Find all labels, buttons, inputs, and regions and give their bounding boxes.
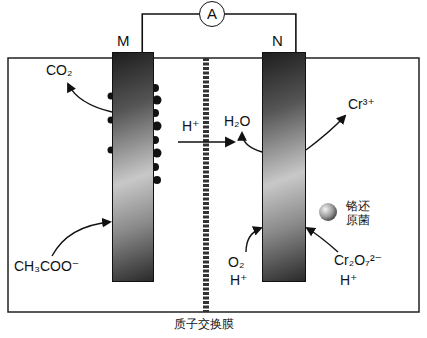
- species-label: Cr₂O₇²⁻: [334, 252, 382, 268]
- electrode-label: M: [117, 32, 130, 49]
- proton-exchange-membrane: [203, 58, 209, 312]
- water-arrow: [242, 133, 262, 152]
- cr3-arrow: [306, 116, 345, 150]
- co2-arrow: [68, 84, 112, 112]
- species-label: H₂O: [224, 113, 250, 129]
- proton-arrow: [178, 141, 234, 143]
- species-label: Cr³⁺: [348, 96, 375, 112]
- species-label: H⁺: [340, 272, 358, 288]
- electrode-label: N: [272, 32, 283, 49]
- species-label: H⁺: [230, 272, 248, 288]
- acetate-arrow: [52, 222, 110, 256]
- species-label: O₂: [228, 254, 244, 270]
- wire: [225, 14, 296, 52]
- meter-symbol: A: [207, 5, 217, 22]
- membrane-label: 质子交换膜: [174, 318, 234, 332]
- species-label: H⁺: [182, 118, 200, 134]
- bacterium: [319, 203, 337, 221]
- cell-container: [8, 58, 419, 312]
- electrode: M: [112, 52, 154, 282]
- wire: [142, 14, 199, 52]
- ammeter: A: [199, 1, 225, 27]
- species-label: CH₃COO⁻: [14, 258, 79, 274]
- species-label: CO₂: [46, 62, 72, 78]
- bacteria-label: 铬还原菌: [346, 200, 372, 228]
- dichromate-arrow: [307, 228, 338, 252]
- oxygen-arrow: [246, 228, 261, 252]
- electrode: N: [262, 52, 306, 282]
